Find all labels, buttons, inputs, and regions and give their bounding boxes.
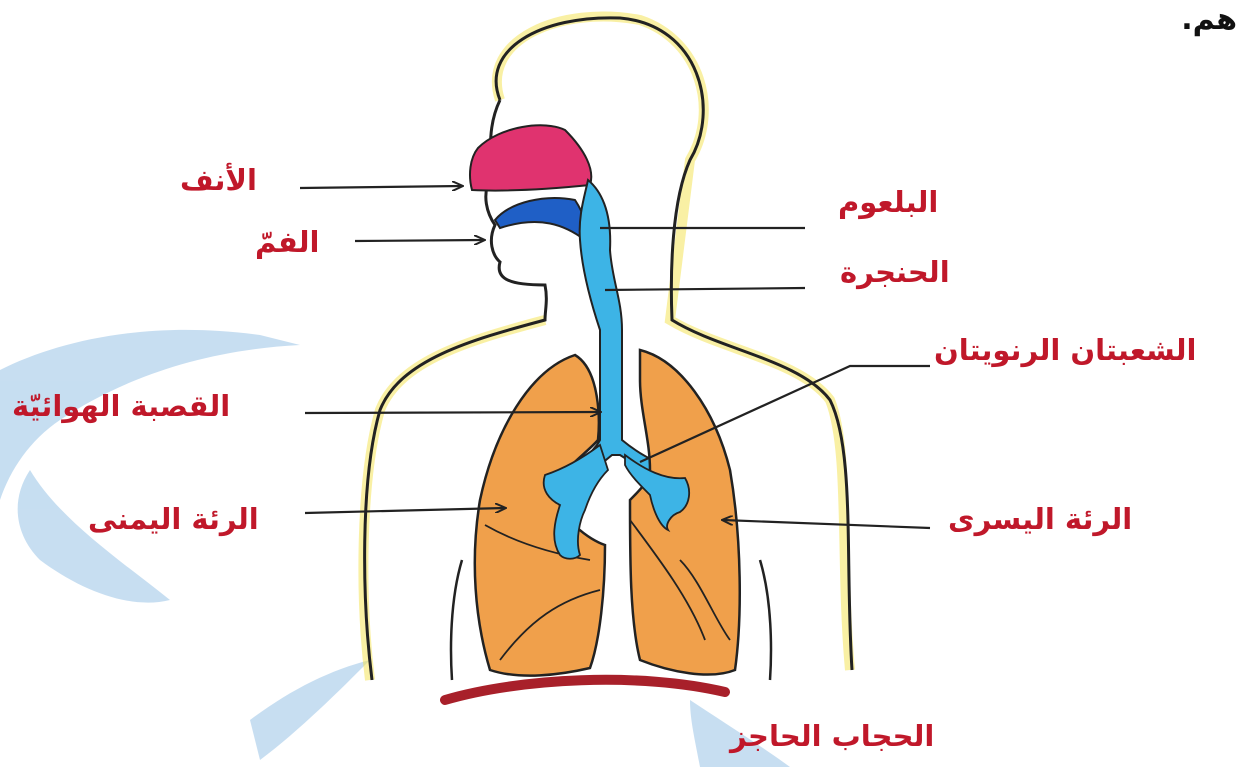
label-left-lung: الرئة اليسرى [948,505,1132,534]
label-larynx: الحنجرة [840,258,950,287]
pointer-left-lung [723,520,930,528]
pointer-nose [300,186,462,188]
label-trachea: القصبة الهوائيّة [12,392,230,421]
right-arm-line [760,560,771,680]
label-diaphragm: الحجاب الحاجز [730,722,934,751]
label-right-lung: الرئة اليمنى [88,505,259,534]
pointer-mouth [355,240,484,241]
left-arm-line [451,560,462,680]
label-nose: الأنف [180,166,257,195]
pointer-trachea [305,412,600,413]
corner-text: هم. [1181,2,1237,37]
diaphragm [445,680,725,700]
pointer-larynx [605,288,805,290]
pointer-right-lung [305,508,505,513]
label-pharynx: البلعوم [838,188,938,217]
nasal-cavity [470,125,591,190]
label-bronchi: الشعبتان الرنويتان [934,336,1196,365]
oral-cavity [495,198,586,240]
label-mouth: الفمّ [255,228,319,257]
right-lung [475,355,605,676]
left-lung [630,350,740,675]
